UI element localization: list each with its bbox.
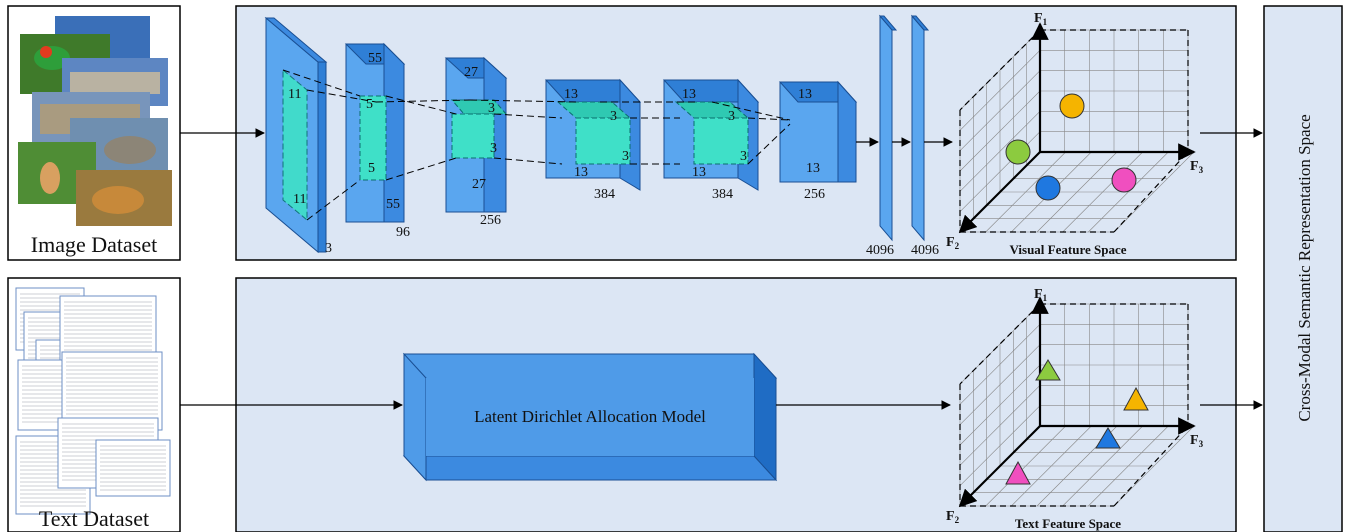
visual-space-caption: Visual Feature Space [1010, 242, 1127, 257]
green-triangle [1035, 359, 1061, 381]
image-dataset-label: Image Dataset [31, 232, 157, 257]
layer1-kernel-a: 11 [288, 87, 301, 102]
visual-axis-f3: F3 [1190, 159, 1204, 175]
layer4-size-a: 13 [564, 87, 578, 102]
layer2-kernel-a: 5 [366, 97, 373, 112]
text-axis-f2: F2 [946, 509, 960, 525]
fc-layer-2: 4096 [910, 14, 939, 258]
text-grid [958, 296, 1196, 508]
layer4-depth: 384 [594, 187, 615, 202]
text-dataset-box: Text Dataset [7, 277, 181, 532]
text-space-caption: Text Feature Space [1015, 516, 1121, 531]
layer3-kernel-a: 3 [488, 101, 495, 116]
fc1-label: 4096 [866, 243, 894, 258]
fc-layer-1: 4096 [866, 14, 898, 258]
lda-model-box: Latent Dirichlet Allocation Model [402, 352, 778, 482]
cnn-layer-5: 13 3 3 13 384 [662, 78, 760, 202]
layer2-depth: 96 [396, 225, 410, 240]
text-axis-f1: F1 [1034, 287, 1048, 303]
dataset-photo-stack [18, 16, 172, 226]
layer4-kernel-a: 3 [610, 109, 617, 124]
text-feature-space: F1 F3 F2 Text Feature Space [946, 287, 1204, 531]
layer4-kernel-b: 3 [622, 149, 629, 164]
layer5-kernel-a: 3 [728, 109, 735, 124]
semantic-space-column: Cross-Modal Semantic Representation Spac… [1263, 5, 1343, 532]
layer5-kernel-b: 3 [740, 149, 747, 164]
semantic-space-label: Cross-Modal Semantic Representation Spac… [1295, 114, 1314, 421]
visual-axis-f2: F2 [946, 235, 960, 251]
document-stack [15, 287, 171, 515]
cnn-layer-4: 13 3 3 13 384 [544, 78, 642, 202]
layer3-size-a: 27 [464, 65, 478, 80]
cnn-layer-3: 27 3 3 27 256 [444, 56, 508, 228]
layer6-depth: 256 [804, 187, 825, 202]
visual-feature-space: F1 F3 F2 Visual Feature Space [946, 11, 1204, 257]
cnn-layer-1: 11 11 3 [264, 16, 332, 256]
layer2-kernel-b: 5 [368, 161, 375, 176]
image-dataset-box: Image Dataset [7, 5, 181, 261]
text-dataset-label: Text Dataset [39, 506, 149, 531]
cnn-layer-2: 55 5 5 55 96 [344, 42, 410, 240]
lda-model-label: Latent Dirichlet Allocation Model [474, 407, 706, 426]
layer5-depth: 384 [712, 187, 733, 202]
layer5-size-b: 13 [692, 165, 706, 180]
receptive-field-lines [282, 69, 791, 221]
layer1-kernel-b: 11 [293, 192, 306, 207]
blue-sphere [1035, 175, 1061, 201]
layer3-kernel-b: 3 [490, 141, 497, 156]
green-sphere [1005, 139, 1031, 165]
visual-axis-f1: F1 [1034, 11, 1048, 27]
layer5-size-a: 13 [682, 87, 696, 102]
layer3-size-b: 27 [472, 177, 486, 192]
pink-triangle [1005, 460, 1031, 485]
top-flow-arrows [180, 128, 1263, 147]
layer6-size-a: 13 [798, 87, 812, 102]
layer2-size-a: 55 [368, 51, 382, 66]
layer6-size-b: 13 [806, 161, 820, 176]
orange-triangle [1123, 386, 1149, 411]
blue-triangle [1095, 427, 1121, 449]
fc2-label: 4096 [911, 243, 939, 258]
text-axis-f3: F3 [1190, 433, 1204, 449]
layer3-depth: 256 [480, 213, 501, 228]
layer4-size-b: 13 [574, 165, 588, 180]
visual-grid [958, 22, 1196, 234]
pink-sphere [1111, 167, 1137, 193]
layer2-size-b: 55 [386, 197, 400, 212]
orange-sphere [1059, 93, 1085, 119]
layer1-depth: 3 [325, 241, 332, 256]
cnn-layer-6: 13 13 256 [778, 80, 858, 202]
